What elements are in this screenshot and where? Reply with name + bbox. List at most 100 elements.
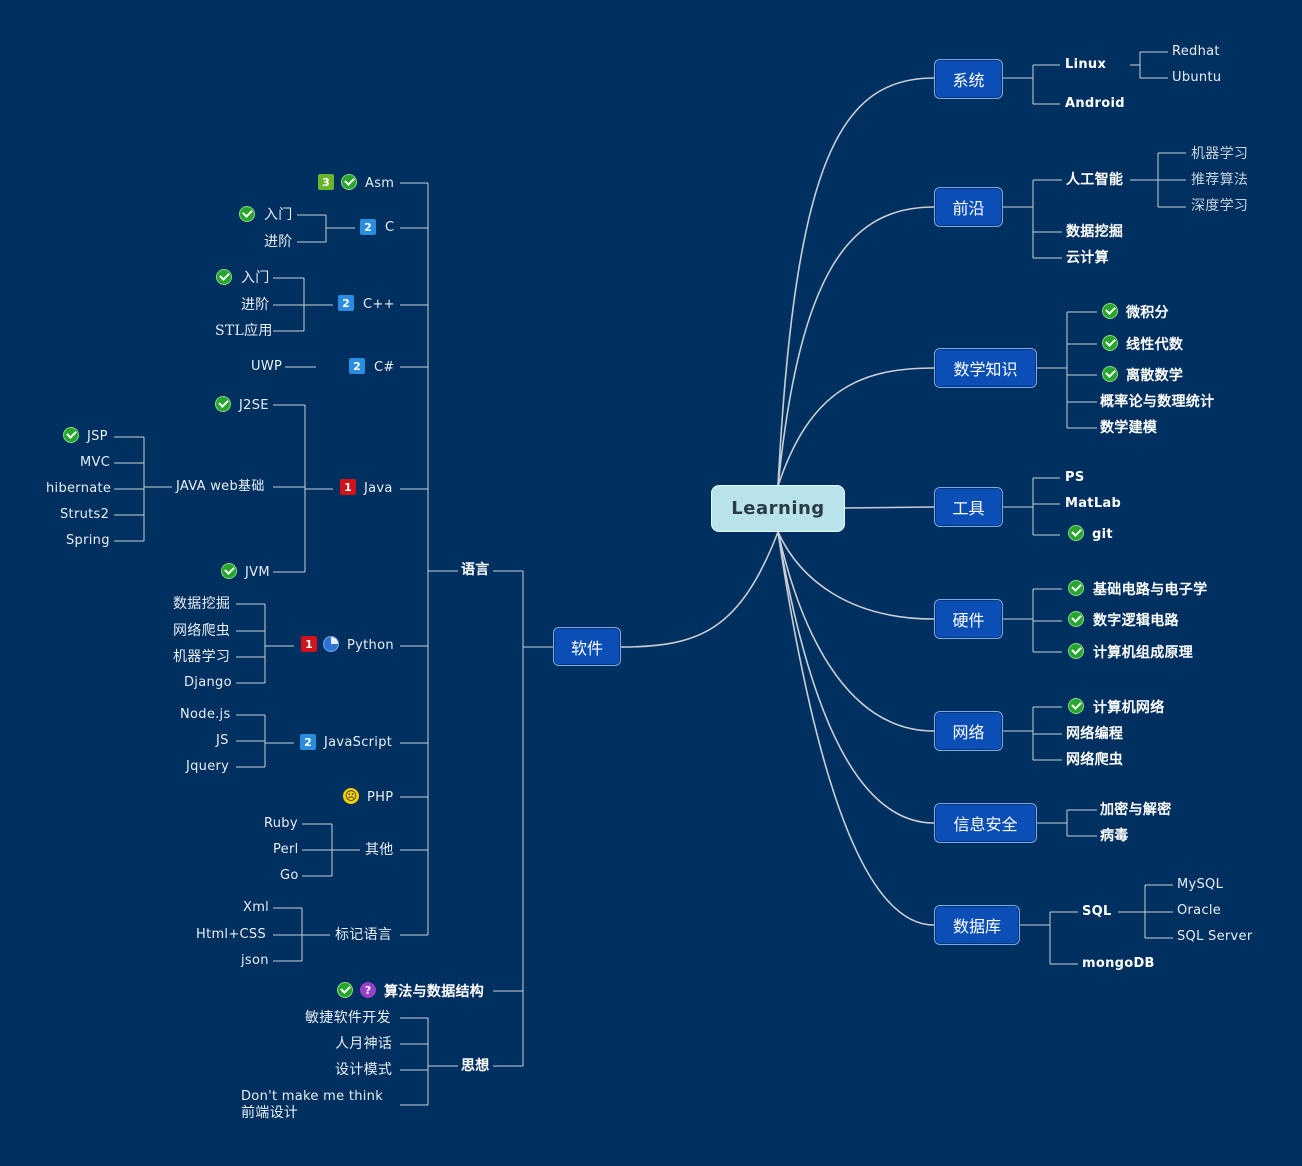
lang-javascript[interactable]: JavaScript — [324, 735, 393, 750]
check-icon — [63, 427, 79, 443]
check-icon — [1068, 643, 1084, 659]
javaweb-jsp[interactable]: JSP — [87, 429, 108, 444]
net-crawler[interactable]: 网络爬虫 — [1066, 752, 1124, 768]
frontier-datamining[interactable]: 数据挖掘 — [1066, 224, 1124, 240]
priority-3-icon: 3 — [318, 174, 334, 190]
system-linux[interactable]: Linux — [1065, 57, 1107, 72]
system-android[interactable]: Android — [1065, 96, 1125, 111]
c-intro[interactable]: 入门 — [264, 207, 293, 223]
lang-c[interactable]: C — [385, 220, 395, 235]
linux-redhat[interactable]: Redhat — [1172, 44, 1220, 59]
topic-tools[interactable]: 工具 — [934, 487, 1003, 527]
lang-php[interactable]: PHP — [367, 790, 394, 805]
root-topic[interactable]: Learning — [711, 485, 845, 532]
topic-database[interactable]: 数据库 — [934, 905, 1020, 945]
math-discrete[interactable]: 离散数学 — [1126, 368, 1184, 384]
lang-csharp[interactable]: C# — [374, 360, 395, 375]
javaweb-hibernate[interactable]: hibernate — [46, 481, 112, 496]
topic-system[interactable]: 系统 — [934, 59, 1003, 99]
net-programming[interactable]: 网络编程 — [1066, 726, 1124, 742]
group-thought[interactable]: 思想 — [461, 1058, 490, 1074]
frontier-ai[interactable]: 人工智能 — [1066, 172, 1124, 188]
cpp-intro[interactable]: 入门 — [241, 270, 270, 286]
lang-python[interactable]: Python — [347, 638, 394, 653]
sql-server[interactable]: SQL Server — [1177, 929, 1253, 944]
topic-frontier[interactable]: 前沿 — [934, 187, 1003, 227]
topic-math[interactable]: 数学知识 — [934, 348, 1037, 388]
javaweb-struts2[interactable]: Struts2 — [60, 507, 110, 522]
python-django[interactable]: Django — [184, 675, 232, 690]
frontier-cloud[interactable]: 云计算 — [1066, 250, 1109, 266]
cpp-advanced[interactable]: 进阶 — [241, 297, 270, 313]
group-language[interactable]: 语言 — [461, 562, 490, 578]
sql-oracle[interactable]: Oracle — [1177, 903, 1222, 918]
check-icon — [1068, 698, 1084, 714]
thought-dmmt[interactable]: Don't make me think — [241, 1089, 384, 1104]
math-linear[interactable]: 线性代数 — [1126, 337, 1184, 353]
priority-1-icon: 1 — [301, 636, 317, 652]
topic-network[interactable]: 网络 — [934, 711, 1003, 751]
csharp-uwp[interactable]: UWP — [251, 359, 283, 374]
lang-cpp[interactable]: C++ — [363, 297, 395, 312]
check-icon — [1068, 611, 1084, 627]
ai-deep[interactable]: 深度学习 — [1191, 198, 1249, 214]
lang-java[interactable]: Java — [364, 481, 393, 496]
math-calculus[interactable]: 微积分 — [1126, 305, 1169, 321]
topic-security[interactable]: 信息安全 — [934, 803, 1037, 843]
markup-htmlcss[interactable]: Html+CSS — [196, 927, 267, 942]
math-modeling[interactable]: 数学建模 — [1100, 420, 1158, 436]
hw-organization[interactable]: 计算机组成原理 — [1093, 645, 1194, 661]
thought-mythical[interactable]: 人月神话 — [335, 1036, 393, 1052]
markup-json[interactable]: json — [241, 953, 269, 968]
python-ml[interactable]: 机器学习 — [173, 649, 231, 665]
js-node[interactable]: Node.js — [180, 707, 231, 722]
check-icon — [1068, 525, 1084, 541]
topic-software[interactable]: 软件 — [553, 627, 621, 666]
priority-2-icon: 2 — [360, 219, 376, 235]
markup-xml[interactable]: Xml — [243, 900, 270, 915]
check-icon — [337, 982, 353, 998]
c-advanced[interactable]: 进阶 — [264, 234, 293, 250]
check-icon — [1102, 366, 1118, 382]
thought-agile[interactable]: 敏捷软件开发 — [305, 1010, 391, 1026]
javaweb-mvc[interactable]: MVC — [80, 455, 111, 470]
lang-markup[interactable]: 标记语言 — [335, 927, 393, 943]
javaweb-spring[interactable]: Spring — [66, 533, 110, 548]
other-perl[interactable]: Perl — [273, 842, 299, 857]
tools-matlab[interactable]: MatLab — [1065, 496, 1122, 511]
hw-circuits[interactable]: 基础电路与电子学 — [1093, 582, 1208, 598]
sql-mysql[interactable]: MySQL — [1177, 877, 1224, 892]
other-go[interactable]: Go — [280, 868, 299, 883]
sec-virus[interactable]: 病毒 — [1100, 828, 1129, 844]
java-web[interactable]: JAVA web基础 — [176, 479, 265, 494]
java-j2se[interactable]: J2SE — [239, 398, 269, 413]
ai-recommend[interactable]: 推荐算法 — [1191, 172, 1249, 188]
thought-patterns[interactable]: 设计模式 — [335, 1062, 393, 1078]
python-datamining[interactable]: 数据挖掘 — [173, 596, 231, 612]
db-mongodb[interactable]: mongoDB — [1082, 956, 1155, 971]
lang-other[interactable]: 其他 — [365, 842, 394, 858]
tools-ps[interactable]: PS — [1065, 470, 1085, 485]
linux-ubuntu[interactable]: Ubuntu — [1172, 70, 1222, 85]
math-probability[interactable]: 概率论与数理统计 — [1100, 394, 1215, 410]
java-jvm[interactable]: JVM — [245, 565, 270, 580]
lang-asm[interactable]: Asm — [365, 176, 395, 191]
group-algorithms[interactable]: 算法与数据结构 — [384, 984, 485, 1000]
hw-digital-logic[interactable]: 数字逻辑电路 — [1093, 613, 1179, 629]
tools-git[interactable]: git — [1092, 527, 1113, 542]
python-crawler[interactable]: 网络爬虫 — [173, 623, 231, 639]
topic-hardware[interactable]: 硬件 — [934, 599, 1003, 639]
db-sql[interactable]: SQL — [1082, 904, 1112, 919]
ai-ml[interactable]: 机器学习 — [1191, 146, 1249, 162]
net-computer[interactable]: 计算机网络 — [1093, 700, 1165, 716]
js-js[interactable]: JS — [216, 733, 229, 748]
priority-1-icon: 1 — [340, 479, 356, 495]
thought-frontend[interactable]: 前端设计 — [241, 1105, 299, 1121]
js-jquery[interactable]: Jquery — [186, 759, 230, 774]
sec-crypto[interactable]: 加密与解密 — [1100, 802, 1172, 818]
cpp-stl[interactable]: STL应用 — [215, 323, 273, 339]
other-ruby[interactable]: Ruby — [264, 816, 298, 831]
check-icon — [216, 269, 232, 285]
